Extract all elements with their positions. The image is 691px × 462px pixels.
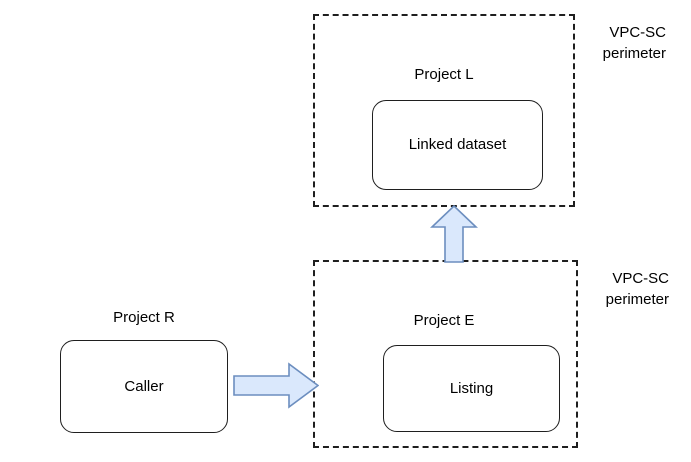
vpc-sc-perimeter-project-l <box>313 14 575 207</box>
node-linked-dataset-label: Linked dataset <box>408 136 507 153</box>
arrow-listing-to-linked-dataset <box>428 204 480 263</box>
node-caller[interactable]: Caller <box>60 340 228 433</box>
project-l-label: Project L <box>414 66 474 83</box>
node-caller-label: Caller <box>124 377 164 395</box>
node-listing[interactable]: Listing <box>383 345 560 432</box>
project-r-label: Project R <box>113 309 175 326</box>
perimeter-e-title: VPC-SC perimeter <box>605 270 669 308</box>
project-e-label: Project E <box>413 312 475 329</box>
node-listing-label: Listing <box>449 379 494 397</box>
arrow-caller-to-listing <box>233 362 320 409</box>
node-linked-dataset[interactable]: Linked dataset <box>372 100 543 190</box>
perimeter-l-title: VPC-SC perimeter <box>602 24 666 62</box>
